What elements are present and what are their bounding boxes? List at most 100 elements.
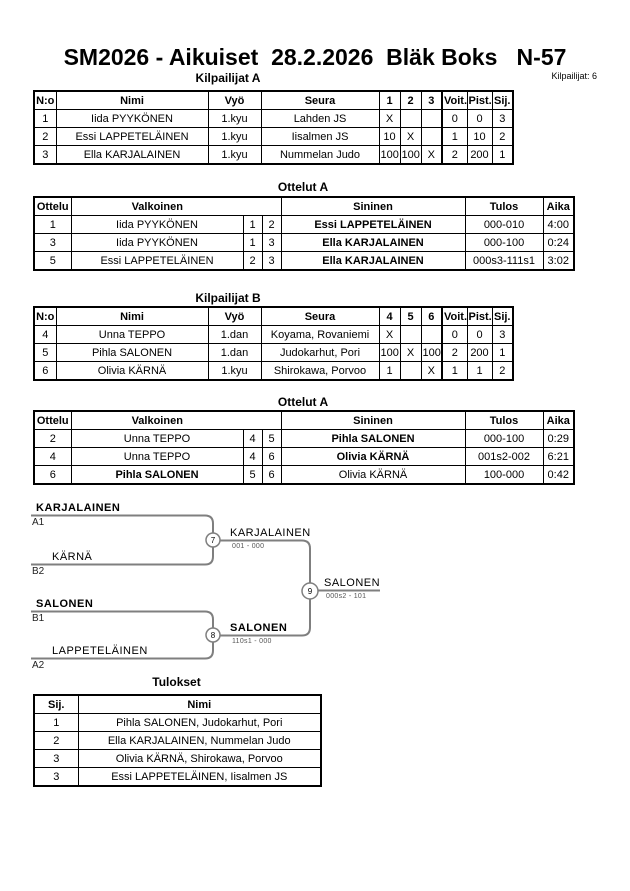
- bracket-match-score: 000s2 - 101: [326, 593, 367, 600]
- cell: Olivia KÄRNÄ: [55, 361, 209, 381]
- match-circle-9: [301, 582, 319, 600]
- cell: Ella KARJALAINEN, Nummelan Judo: [77, 731, 322, 750]
- header-cell: Nimi: [77, 694, 322, 714]
- match-number: 9: [307, 587, 313, 596]
- cell: Essi LAPPETELÄINEN, Iisalmen JS: [77, 767, 322, 787]
- cell: 4:00: [542, 215, 575, 234]
- table-row: 3 Olivia KÄRNÄ, Shirokawa, Porvoo: [33, 749, 322, 768]
- header-cell: Ottelu: [33, 410, 72, 430]
- cell: 1: [466, 361, 493, 381]
- table-row: 3 Ella KARJALAINEN 1.kyu Nummelan Judo 1…: [33, 145, 514, 165]
- cell-winner: Essi LAPPETELÄINEN: [280, 215, 466, 234]
- cell: 3: [33, 749, 79, 768]
- section-title-kilpailijat-a: Kilpailijat A: [195, 71, 261, 85]
- cell: Shirokawa, Porvoo: [260, 361, 380, 381]
- cell: 3: [33, 145, 57, 165]
- cell: 100: [399, 145, 422, 165]
- bracket-entry-name: LAPPETELÄINEN: [52, 645, 148, 657]
- tulokset-table: Sij. Nimi 1 Pihla SALONEN, Judokarhut, P…: [33, 694, 322, 787]
- cell: 3: [261, 251, 282, 271]
- cell: 1.dan: [207, 325, 262, 344]
- ottelut-a-table: Ottelu Valkoinen Sininen Tulos Aika 1 Ii…: [33, 196, 575, 271]
- header-cell: Sij.: [33, 694, 79, 714]
- cell: 1.kyu: [207, 361, 262, 381]
- cell: 1.kyu: [207, 145, 262, 165]
- bracket-winner-name: SALONEN: [230, 622, 288, 634]
- table-row: 5 Essi LAPPETELÄINEN 2 3 Ella KARJALAINE…: [33, 251, 575, 271]
- cell: 1: [441, 361, 468, 381]
- cell: 000-100: [464, 233, 544, 252]
- header-cell: Pist.: [466, 90, 493, 110]
- cell: 1.dan: [207, 343, 262, 362]
- table-header-row: N:o Nimi Vyö Seura 4 5 6 Voit. Pist. Sij…: [33, 306, 514, 326]
- cell: Koyama, Rovaniemi: [260, 325, 380, 344]
- header-cell: Sij.: [491, 90, 514, 110]
- cell: 3:02: [542, 251, 575, 271]
- cell: Olivia KÄRNÄ, Shirokawa, Porvoo: [77, 749, 322, 768]
- cell: 4: [33, 447, 72, 466]
- cell: Unna TEPPO: [70, 447, 244, 466]
- table-row: 3 Iida PYYKÖNEN 1 3 Ella KARJALAINEN 000…: [33, 233, 575, 252]
- cell: 0:42: [542, 465, 575, 485]
- cell-winner: Pihla SALONEN: [70, 465, 244, 485]
- table-row: 6 Pihla SALONEN 5 6 Olivia KÄRNÄ 100-000…: [33, 465, 575, 485]
- cell: Iida PYYKÖNEN: [70, 233, 244, 252]
- competitors-count: Kilpailijat: 6: [551, 71, 597, 81]
- table-row: 5 Pihla SALONEN 1.dan Judokarhut, Pori 1…: [33, 343, 514, 362]
- cell: 000s3-111s1: [464, 251, 544, 271]
- cell: 000-010: [464, 215, 544, 234]
- header-cell: Sij.: [491, 306, 514, 326]
- cell-winner: Ella KARJALAINEN: [280, 251, 466, 271]
- bracket-entry-code: B2: [32, 566, 45, 577]
- cell: 1.kyu: [207, 109, 262, 128]
- table-row: 1 Iida PYYKÖNEN 1 2 Essi LAPPETELÄINEN 0…: [33, 215, 575, 234]
- header-cell: Aika: [542, 196, 575, 216]
- table-row: 4 Unna TEPPO 1.dan Koyama, Rovaniemi X 0…: [33, 325, 514, 344]
- table-row: 6 Olivia KÄRNÄ 1.kyu Shirokawa, Porvoo 1…: [33, 361, 514, 381]
- bracket-entry-code: A1: [32, 517, 45, 528]
- header-cell: N:o: [33, 90, 57, 110]
- cell: 100-000: [464, 465, 544, 485]
- bracket-match-score: 110s1 - 000: [232, 638, 272, 645]
- cell: Essi LAPPETELÄINEN: [70, 251, 244, 271]
- cell: Judokarhut, Pori: [260, 343, 380, 362]
- table-row: 2 Ella KARJALAINEN, Nummelan Judo: [33, 731, 322, 750]
- header-cell: Tulos: [464, 410, 544, 430]
- table-row: 2 Essi LAPPETELÄINEN 1.kyu Iisalmen JS 1…: [33, 127, 514, 146]
- bracket-entry-name: KARJALAINEN: [36, 502, 121, 514]
- header-cell: Voit.: [441, 90, 468, 110]
- table-header-row: Ottelu Valkoinen Sininen Tulos Aika: [33, 410, 575, 430]
- match-circle-7: [205, 532, 221, 548]
- kilpailijat-b-table: N:o Nimi Vyö Seura 4 5 6 Voit. Pist. Sij…: [33, 306, 514, 381]
- cell: X: [399, 343, 422, 362]
- cell: 1.kyu: [207, 127, 262, 146]
- cell: 10: [466, 127, 493, 146]
- section-title-kilpailijat-b: Kilpailijat B: [195, 291, 261, 305]
- cell-winner: Ella KARJALAINEN: [280, 233, 466, 252]
- cell: 000-100: [464, 429, 544, 448]
- bracket-entry-name: SALONEN: [36, 598, 94, 610]
- ottelut-b-table: Ottelu Valkoinen Sininen Tulos Aika 2 Un…: [33, 410, 575, 485]
- cell: Pihla SALONEN, Judokarhut, Pori: [77, 713, 322, 732]
- header-cell: Valkoinen: [70, 196, 243, 216]
- section-title-ottelut-b: Ottelut A: [277, 395, 329, 409]
- bracket-entry-code: B1: [32, 613, 45, 624]
- table-row: 1 Iida PYYKÖNEN 1.kyu Lahden JS X 0 0 3: [33, 109, 514, 128]
- header-cell: Aika: [542, 410, 575, 430]
- bracket-winner-name: KARJALAINEN: [230, 527, 311, 539]
- cell: Essi LAPPETELÄINEN: [55, 127, 209, 146]
- table-header-row: Sij. Nimi: [33, 694, 322, 714]
- bracket-match-score: 001 - 000: [232, 543, 265, 550]
- page-title: SM2026 - Aikuiset 28.2.2026 Bläk Boks N-…: [63, 44, 567, 70]
- section-title-tulokset: Tulokset: [152, 675, 201, 689]
- cell: Unna TEPPO: [70, 429, 244, 448]
- cell: 6:21: [542, 447, 575, 466]
- table-row: 3 Essi LAPPETELÄINEN, Iisalmen JS: [33, 767, 322, 787]
- cell: 1: [491, 343, 514, 362]
- cell: Nummelan Judo: [260, 145, 380, 165]
- kilpailijat-a-table: N:o Nimi Vyö Seura 1 2 3 Voit. Pist. Sij…: [33, 90, 514, 165]
- cell: Iisalmen JS: [260, 127, 380, 146]
- table-row: 1 Pihla SALONEN, Judokarhut, Pori: [33, 713, 322, 732]
- cell: 2: [491, 127, 514, 146]
